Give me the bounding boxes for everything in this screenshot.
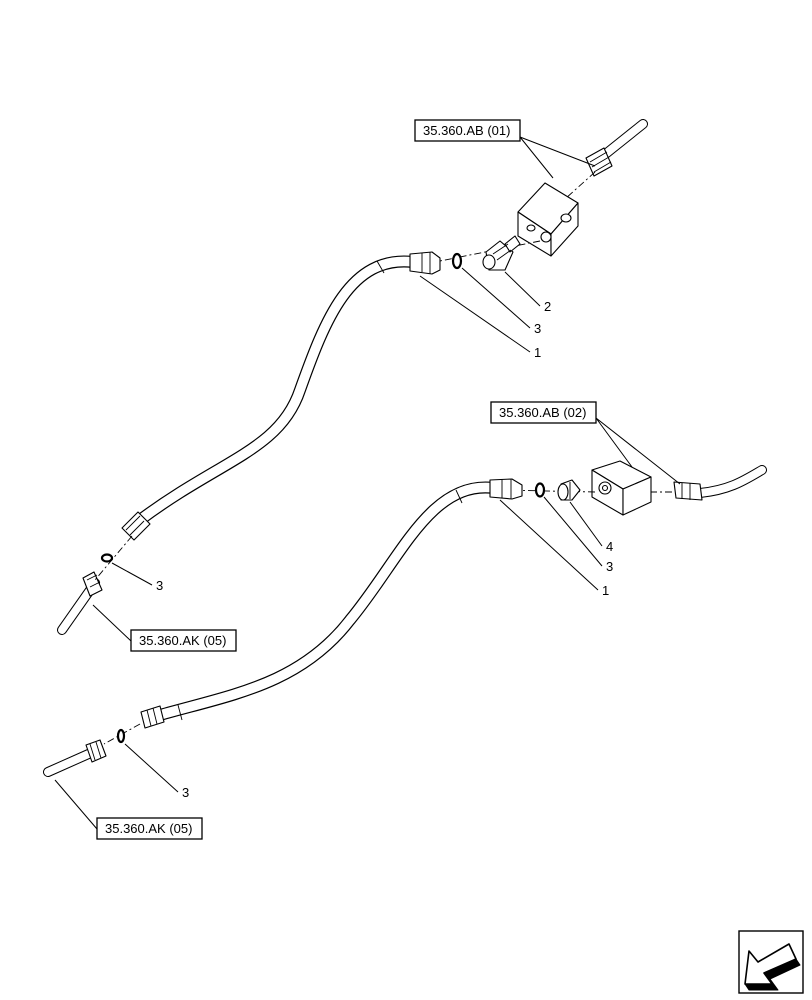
hose-upper [121, 251, 441, 541]
leader-1-upper [419, 275, 531, 353]
elbow-fitting-2 [482, 235, 521, 271]
o-ring-left-lower [116, 728, 126, 744]
valve-block-top [517, 182, 579, 257]
reference-label-left-upper: 35.360.AK (05) [139, 633, 226, 648]
callout-1-upper: 1 [534, 345, 541, 360]
centerline-left-upper [94, 535, 133, 581]
centerline-top-block [554, 171, 596, 209]
reference-box-mid[interactable]: 35.360.AB (02) [490, 401, 597, 424]
o-ring-mid [534, 482, 546, 498]
callout-3-upper: 3 [534, 321, 541, 336]
ghost-pipe-mid [673, 465, 767, 501]
callout-2: 2 [544, 299, 551, 314]
leader-3-left-lower [124, 743, 179, 793]
straight-fitting-4 [557, 479, 581, 501]
leader-3-left-upper [111, 562, 153, 586]
reference-label-mid: 35.360.AB (02) [499, 405, 586, 420]
reference-box-left-lower[interactable]: 35.360.AK (05) [96, 817, 203, 840]
ghost-pipe-left-upper [57, 571, 103, 635]
reference-box-left-upper[interactable]: 35.360.AK (05) [130, 629, 237, 652]
hose-lower [140, 478, 523, 729]
callout-3-mid: 3 [606, 559, 613, 574]
o-ring-left-upper [100, 553, 114, 563]
ghost-pipe-left-lower [43, 739, 107, 777]
reference-label-top: 35.360.AB (01) [423, 123, 510, 138]
leader-ref-left-lower [54, 779, 98, 830]
ghost-pipe-top [585, 119, 648, 177]
leader-2 [504, 271, 541, 307]
reference-label-left-lower: 35.360.AK (05) [105, 821, 192, 836]
o-ring-upper [451, 252, 463, 270]
callout-4: 4 [606, 539, 613, 554]
leader-3-upper [461, 267, 531, 329]
leader-1-lower [499, 499, 599, 591]
leader-3-mid [543, 496, 603, 567]
leader-ref-left-upper [92, 604, 132, 642]
leader-ref-mid [595, 417, 681, 485]
reference-box-top[interactable]: 35.360.AB (01) [414, 119, 521, 142]
leader-ref-top [519, 136, 596, 179]
arrow-down-left-icon[interactable] [738, 930, 804, 994]
valve-block-mid [591, 460, 652, 516]
leader-4 [569, 501, 603, 547]
callout-3-left-upper: 3 [156, 578, 163, 593]
callout-1-lower: 1 [602, 583, 609, 598]
callout-3-left-lower: 3 [182, 785, 189, 800]
